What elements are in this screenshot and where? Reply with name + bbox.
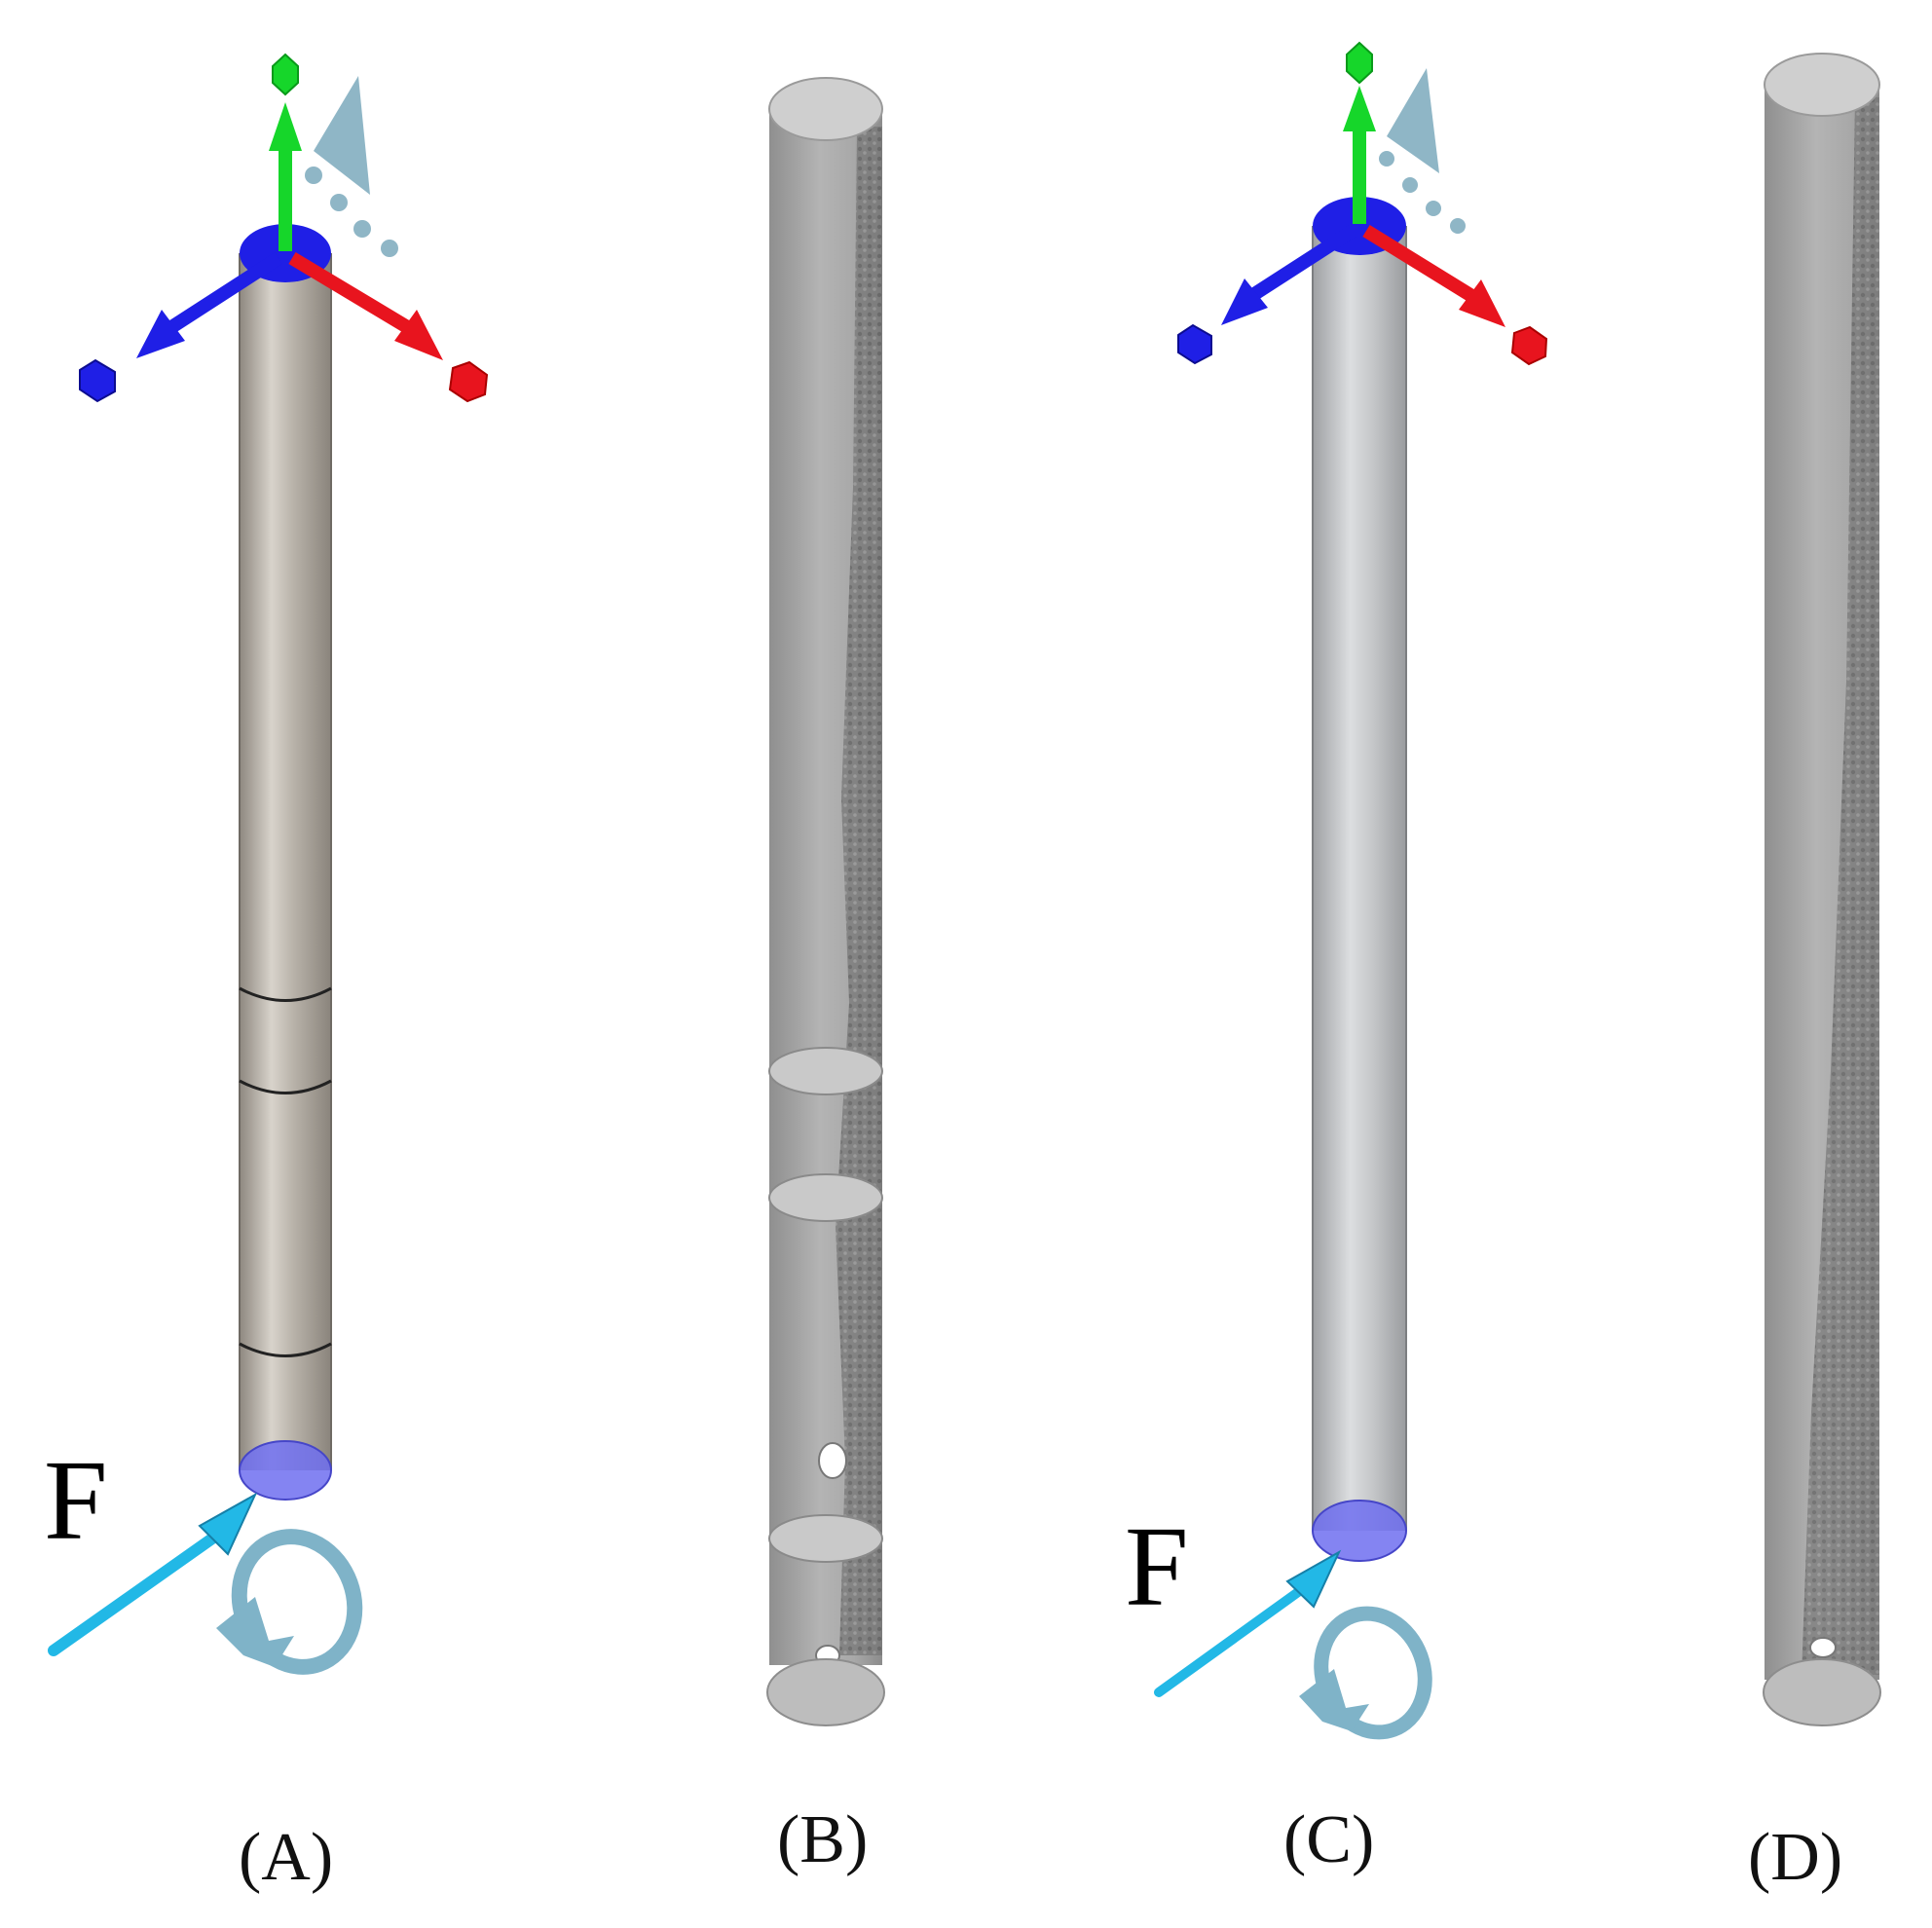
force-label-a: F	[44, 1436, 108, 1564]
loaded-face-a	[239, 1440, 332, 1501]
bottom-cap-b	[766, 1658, 885, 1726]
top-cap-b	[768, 77, 883, 141]
force-arrow-icon	[1154, 1549, 1342, 1697]
fixed-support-icon	[1379, 68, 1466, 234]
moment-icon	[216, 1529, 363, 1675]
loaded-face-c	[1312, 1500, 1407, 1562]
bulkhead	[768, 1514, 883, 1563]
rod-a-body	[240, 253, 331, 1470]
triad-axes-icon	[1177, 41, 1548, 366]
fixed-support-icon	[305, 76, 398, 257]
cavity-surface-d	[1802, 97, 1879, 1675]
force-arrow-icon	[48, 1492, 258, 1656]
top-cap-d	[1764, 53, 1880, 117]
panel-label-c: (C)	[1283, 1802, 1374, 1877]
rod-c-body	[1313, 226, 1406, 1531]
panel-label-d: (D)	[1748, 1820, 1842, 1895]
bottom-cap-d	[1763, 1658, 1881, 1726]
segment-line	[239, 1342, 332, 1357]
cavity-surface-b	[836, 127, 882, 1655]
panel-b: (B)	[766, 77, 885, 1877]
segment-line	[239, 986, 332, 1002]
triad-axes-icon	[79, 53, 489, 403]
moment-icon	[1299, 1606, 1432, 1740]
panel-label-b: (B)	[777, 1802, 868, 1877]
force-label-c: F	[1125, 1502, 1189, 1630]
bulkhead	[768, 1173, 883, 1222]
segment-line	[239, 1079, 332, 1094]
panel-c: F (C)	[1125, 41, 1548, 1877]
panel-d: (D)	[1748, 53, 1881, 1895]
panel-a: F (A)	[44, 53, 489, 1895]
panel-label-a: (A)	[239, 1820, 333, 1895]
bulkhead	[768, 1047, 883, 1095]
